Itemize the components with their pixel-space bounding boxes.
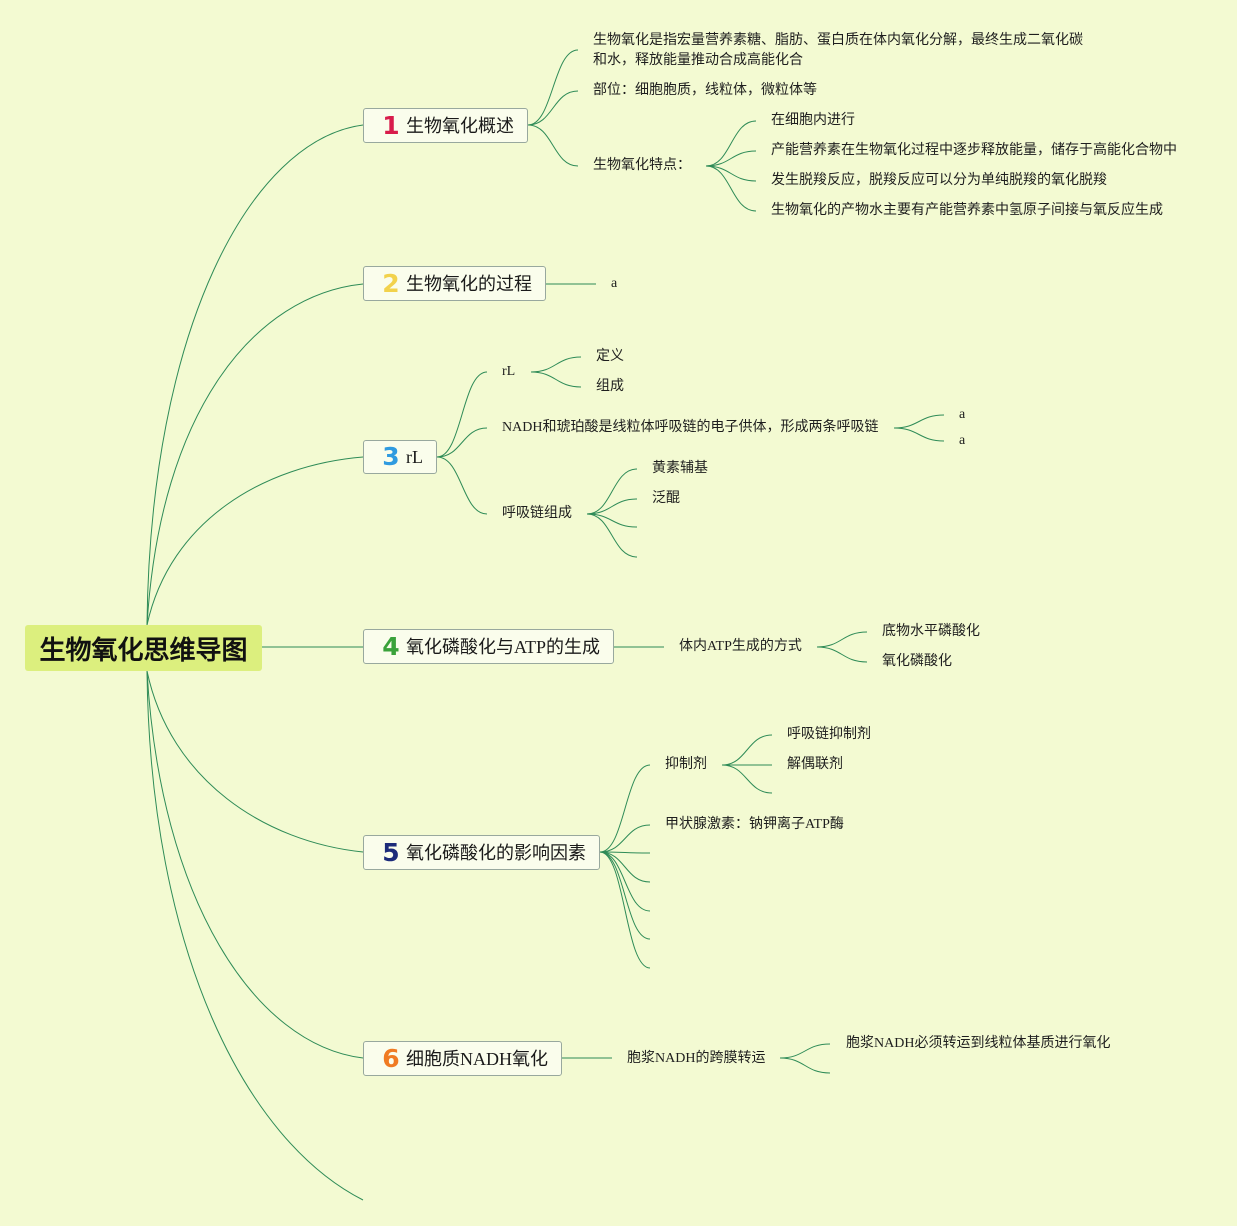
thyroid-hormone-topic: 甲状腺激素：钠钾离子ATP酶: [665, 817, 844, 832]
connector-line: [599, 764, 651, 853]
connector-line: [527, 124, 579, 167]
connector-line: [779, 1043, 831, 1059]
connector-line: [893, 427, 945, 442]
topic-number-badge: 6: [382, 1043, 400, 1073]
connector-line: [146, 670, 364, 1059]
respiratory-chain-composition-topic: 呼吸链组成: [502, 506, 572, 521]
connector-group: [146, 49, 945, 1201]
central-topic: 生物氧化思维导图: [25, 625, 262, 671]
respiratory-chain-inhibitors: 呼吸链抑制剂: [787, 727, 871, 742]
connector-line: [146, 456, 364, 626]
connector-line: [816, 646, 868, 663]
inhibitors-topic: 抑制剂: [665, 757, 707, 772]
connector-line: [436, 427, 488, 458]
empty-topic-connector: [599, 851, 651, 883]
electron-donor-child-a: a: [959, 407, 966, 422]
substrate-level-phosphorylation: 底物水平磷酸化: [882, 624, 980, 639]
topic-rl: 3 rL: [363, 440, 437, 474]
topic-oxidative-phosphorylation-atp: 4 氧化磷酸化与ATP的生成: [363, 629, 614, 664]
connector-line: [721, 734, 773, 766]
connector-line: [530, 356, 582, 373]
topic-label: 生物氧化的过程: [406, 273, 532, 294]
oxidation-site-text: 部位：细胞胞质，线粒体，微粒体等: [593, 83, 817, 98]
feature-decarboxylation: 发生脱羧反应，脱羧反应可以分为单纯脱羧的氧化脱羧: [771, 173, 1107, 188]
process-subtopic-a: a: [611, 276, 618, 291]
topic-process: 2 生物氧化的过程: [363, 266, 546, 301]
electron-donor-topic: NADH和琥珀酸是线粒体呼吸链的电子供体，形成两条呼吸链: [502, 420, 879, 435]
topic-number-badge: 2: [382, 268, 400, 298]
nadh-transmembrane-transport-topic: 胞浆NADH的跨膜转运: [627, 1051, 766, 1066]
overview-definition-text: 生物氧化是指宏量营养素糖、脂肪、蛋白质在体内氧化分解，最终生成二氧化碳 和水，释…: [593, 33, 1083, 68]
topic-number-badge: 5: [382, 837, 400, 867]
rl-subtopic: rL: [502, 364, 516, 379]
connector-line: [816, 631, 868, 648]
empty-topic-connector: [599, 851, 651, 940]
connector-line: [586, 498, 638, 515]
flavin-prosthetic-group: 黄素辅基: [652, 461, 708, 476]
empty-topic-connector: [599, 851, 651, 854]
empty-topic-connector: [586, 513, 638, 558]
empty-topic-connector: [779, 1057, 831, 1074]
uncouplers: 解偶联剂: [787, 757, 843, 772]
connector-line: [527, 49, 579, 126]
connector-line: [436, 371, 488, 458]
topic-number-badge: 4: [382, 631, 400, 661]
connector-line: [146, 124, 364, 626]
nadh-transport-to-matrix: 胞浆NADH必须转运到线粒体基质进行氧化: [846, 1036, 1111, 1051]
atp-generation-methods-topic: 体内ATP生成的方式: [679, 639, 802, 654]
connector-line: [146, 283, 364, 626]
topic-label: 细胞质NADH氧化: [406, 1048, 548, 1069]
topic-label: 氧化磷酸化的影响因素: [406, 842, 586, 863]
connector-line: [705, 165, 757, 182]
connector-line: [599, 824, 651, 853]
topic-label: rL: [406, 447, 423, 467]
topic-cytoplasmic-nadh: 6 细胞质NADH氧化: [363, 1041, 562, 1076]
connector-line: [146, 670, 364, 853]
connector-line: [586, 468, 638, 515]
connector-line: [705, 150, 757, 167]
connector-line: [893, 414, 945, 429]
empty-topic-connector: [721, 764, 773, 794]
feature-water-formation: 生物氧化的产物水主要有产能营养素中氢原子间接与氧反应生成: [771, 203, 1163, 218]
topic-number-badge: 1: [382, 110, 400, 140]
topic-overview: 1 生物氧化概述: [363, 108, 528, 143]
topic-label: 生物氧化概述: [406, 115, 514, 136]
electron-donor-child-a: a: [959, 433, 966, 448]
connector-line: [705, 165, 757, 212]
rl-composition: 组成: [596, 379, 624, 394]
topic-label: 氧化磷酸化与ATP的生成: [406, 636, 601, 657]
oxidation-features-topic: 生物氧化特点：: [593, 158, 691, 173]
rl-definition: 定义: [596, 349, 624, 364]
connector-line: [527, 90, 579, 126]
connector-line: [530, 371, 582, 388]
empty-topic-connector: [599, 851, 651, 969]
ubiquinone: 泛醌: [652, 491, 680, 506]
oxidative-phosphorylation: 氧化磷酸化: [882, 654, 952, 669]
connector-line: [436, 456, 488, 515]
empty-topic-connector: [599, 851, 651, 912]
topic-number-badge: 3: [382, 442, 400, 471]
connector-line: [705, 120, 757, 167]
empty-branch-connector: [146, 670, 364, 1201]
topic-influencing-factors: 5 氧化磷酸化的影响因素: [363, 835, 600, 870]
feature-intracellular: 在细胞内进行: [771, 113, 855, 128]
feature-gradual-energy-release: 产能营养素在生物氧化过程中逐步释放能量，储存于高能化合物中: [771, 143, 1177, 158]
